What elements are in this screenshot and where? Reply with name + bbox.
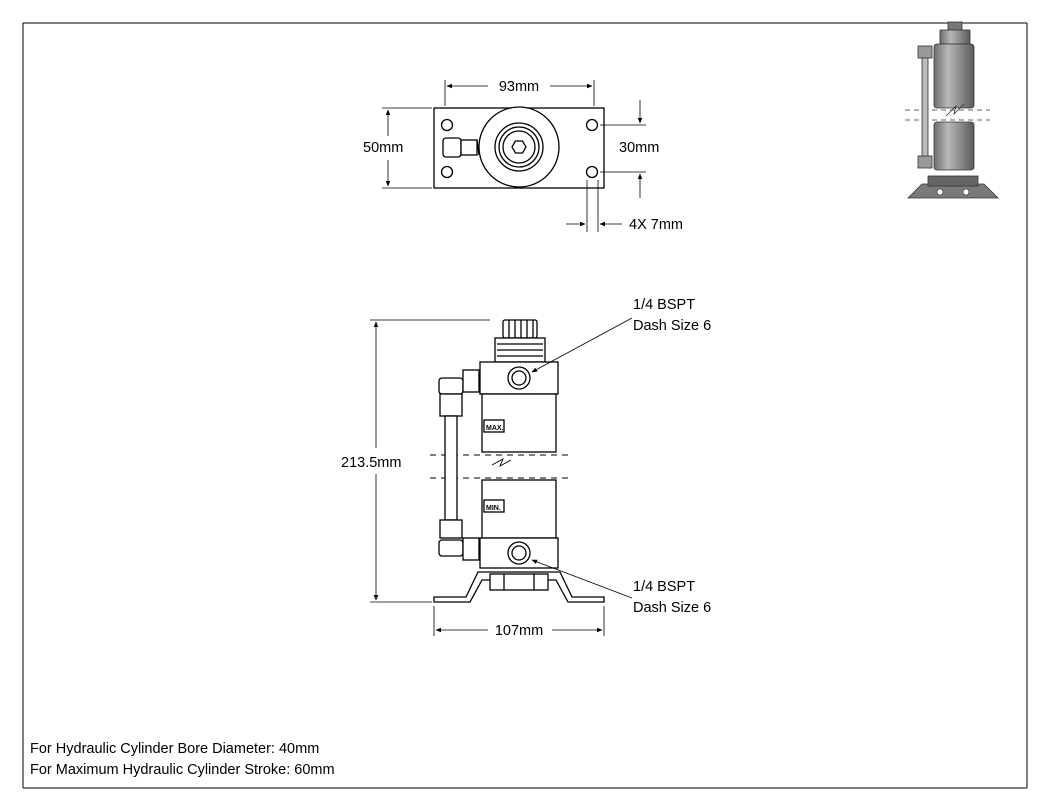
mount-hole <box>585 165 599 179</box>
max-label: MAX. <box>486 425 504 432</box>
mount-hole <box>440 165 454 179</box>
top-width-dimension: 93mm <box>499 79 539 95</box>
side-view-dimensions <box>370 317 633 636</box>
bottom-port-thread: 1/4 BSPT <box>633 579 695 595</box>
top-port-thread: 1/4 BSPT <box>633 297 695 313</box>
top-height-dimension: 50mm <box>363 140 403 156</box>
bore-diameter-note: For Hydraulic Cylinder Bore Diameter: 40… <box>30 741 320 757</box>
top-port-dash-size: Dash Size 6 <box>633 318 711 334</box>
side-height-dimension: 213.5mm <box>341 455 401 471</box>
side-view <box>430 319 605 603</box>
hole-size-dimension: 4X 7mm <box>629 217 683 233</box>
mount-hole <box>440 118 454 132</box>
isometric-preview <box>905 21 999 199</box>
top-view-dimensions <box>382 80 646 232</box>
min-label: MIN. <box>486 505 501 512</box>
drawing-frame <box>22 22 1028 789</box>
stroke-note: For Maximum Hydraulic Cylinder Stroke: 6… <box>30 762 335 778</box>
mount-hole <box>585 118 599 132</box>
top-view <box>433 106 605 189</box>
base-width-dimension: 107mm <box>495 623 543 639</box>
bottom-port-dash-size: Dash Size 6 <box>633 600 711 616</box>
hole-spacing-dimension: 30mm <box>619 140 659 156</box>
